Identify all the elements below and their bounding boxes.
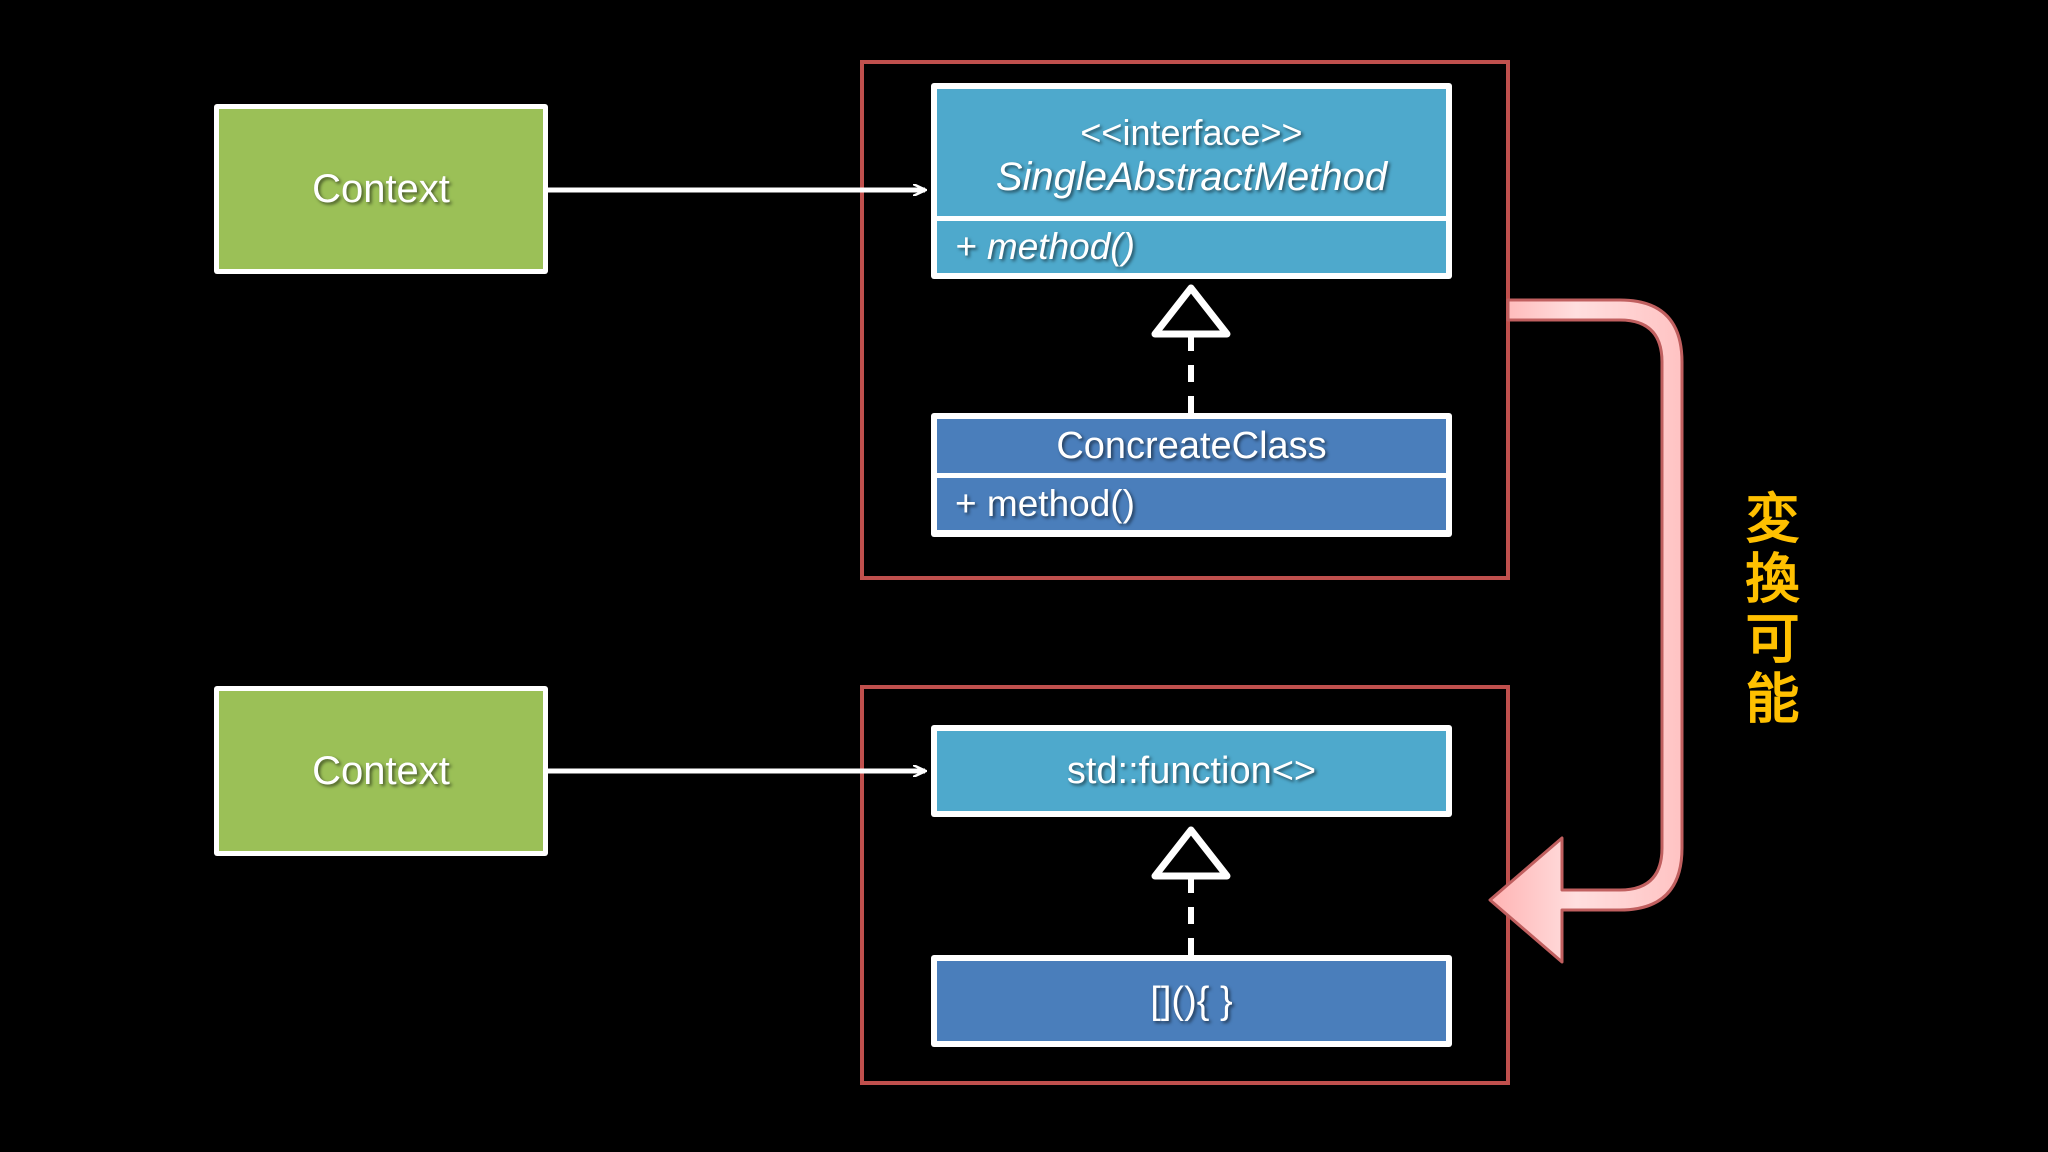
transform-annotation-label: 変換可能 — [1737, 490, 1797, 730]
stdfunction-box[interactable]: std::function<> — [931, 725, 1452, 817]
stdfunction-name: std::function<> — [1066, 749, 1317, 792]
context-box-bottom[interactable]: Context — [214, 686, 548, 856]
context-box-top[interactable]: Context — [214, 104, 548, 274]
interface-name: SingleAbstractMethod — [995, 155, 1388, 200]
lambda-name: [](){ } — [1150, 979, 1233, 1022]
transform-arrow — [1488, 298, 1684, 964]
context-label-bottom: Context — [219, 691, 543, 851]
lambda-header: [](){ } — [937, 961, 1446, 1041]
interface-header: <<interface>> SingleAbstractMethod — [937, 89, 1446, 216]
interface-method-label: + method() — [955, 226, 1135, 267]
concrete-class-method-label: + method() — [955, 483, 1135, 524]
interface-class-box[interactable]: <<interface>> SingleAbstractMethod + met… — [931, 83, 1452, 279]
lambda-box[interactable]: [](){ } — [931, 955, 1452, 1047]
concrete-class-box[interactable]: ConcreateClass + method() — [931, 413, 1452, 537]
stdfunction-header: std::function<> — [937, 731, 1446, 811]
concrete-class-name: ConcreateClass — [1056, 424, 1327, 467]
concrete-class-method-row: + method() — [937, 478, 1446, 530]
interface-method-row: + method() — [937, 221, 1446, 273]
interface-stereotype: <<interface>> — [1080, 111, 1303, 153]
context-label-top: Context — [219, 109, 543, 269]
concrete-class-header: ConcreateClass — [937, 419, 1446, 473]
